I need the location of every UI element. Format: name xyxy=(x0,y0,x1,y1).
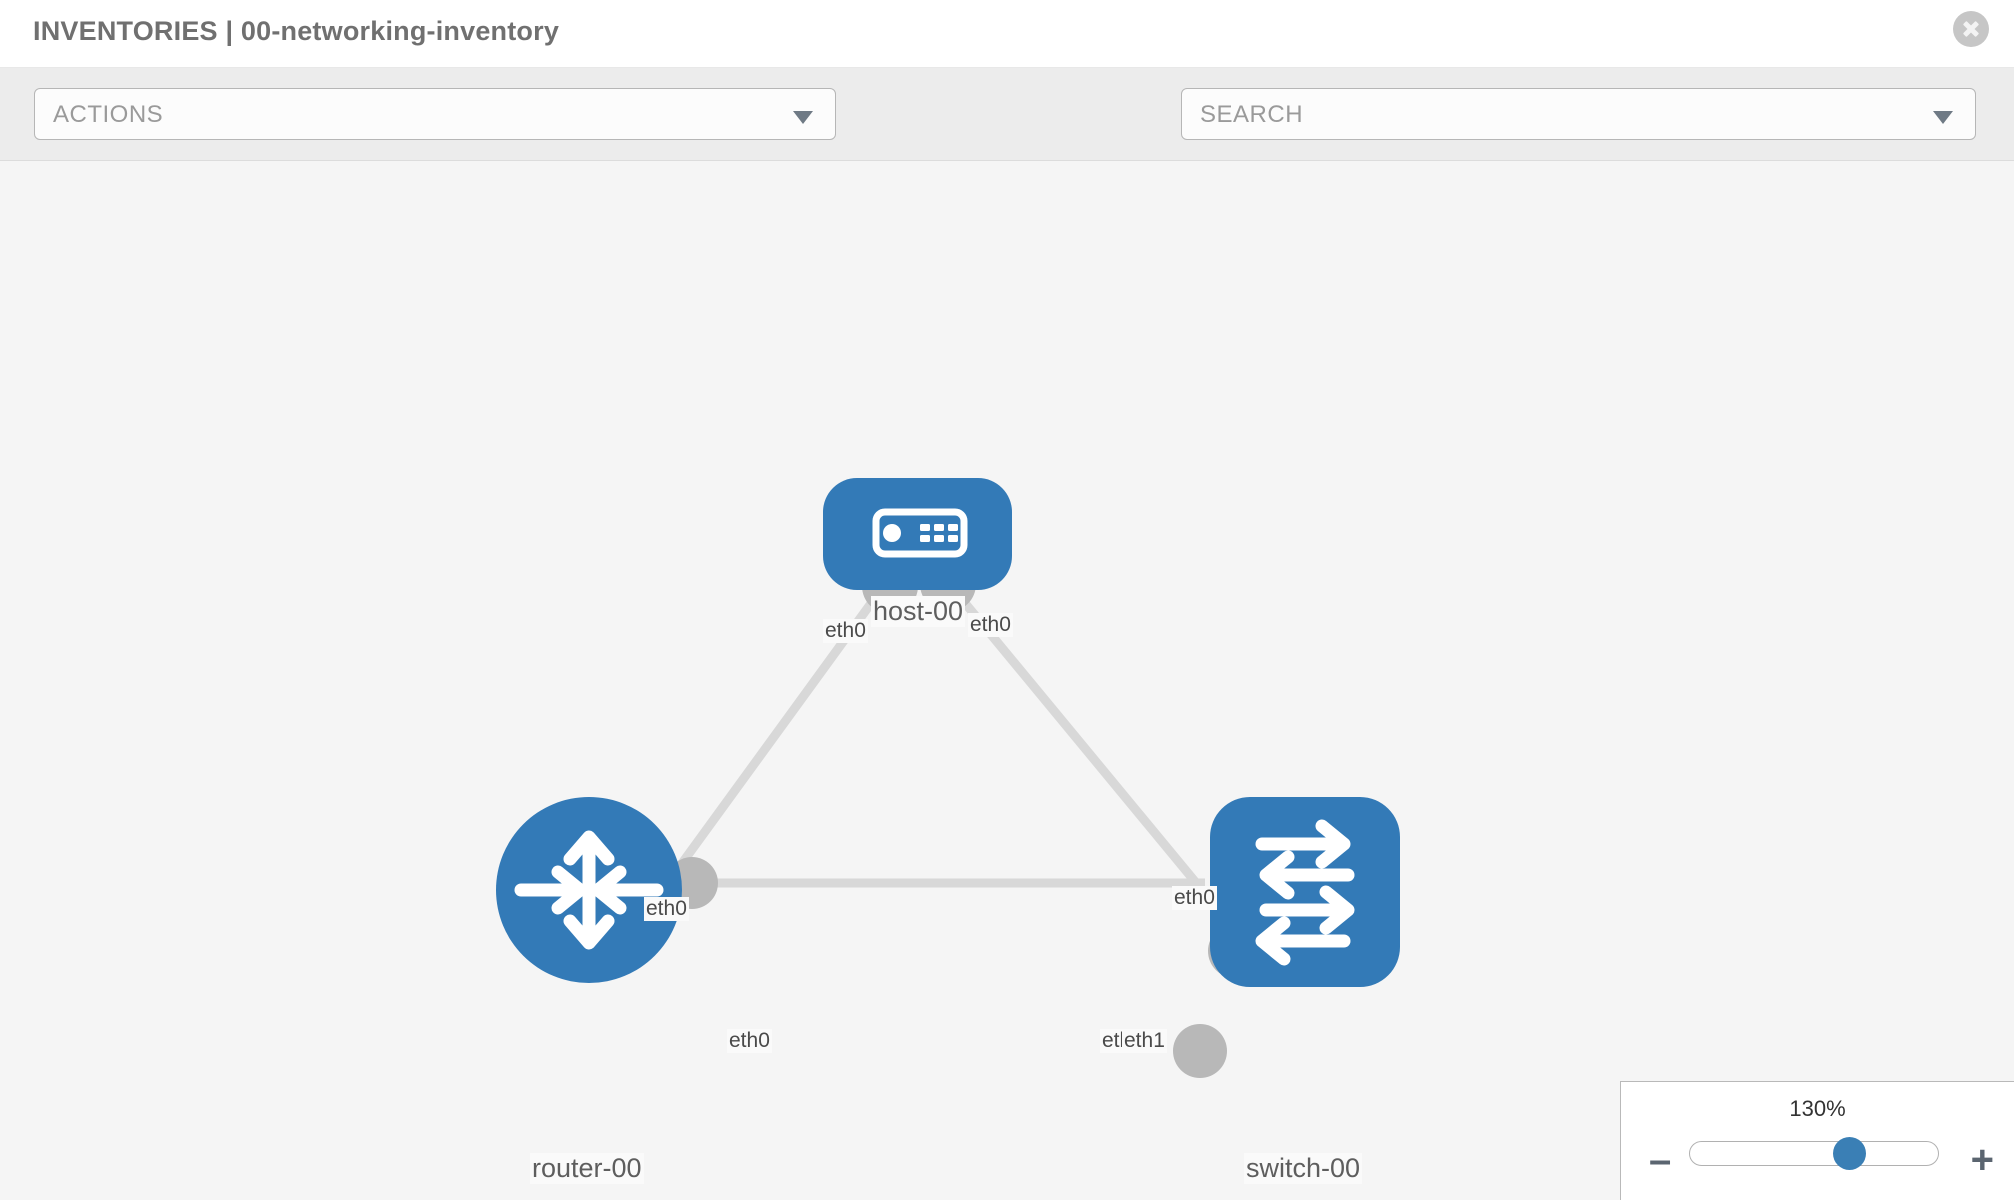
toolbar: ACTIONS SEARCH xyxy=(0,68,2014,199)
iface-label-host00-eth0-right: eth0 xyxy=(968,613,1013,637)
zoom-level-value: 130% xyxy=(1789,1096,1846,1121)
zoom-slider-thumb[interactable] xyxy=(1833,1137,1867,1170)
node-host-00[interactable] xyxy=(823,478,1012,590)
node-label-switch-00: switch-00 xyxy=(1244,1153,1363,1184)
iface-label-router00-uplink-eth0: eth0 xyxy=(644,897,689,921)
actions-dropdown-label: ACTIONS xyxy=(53,101,164,128)
port-switch00-eth1 xyxy=(1173,1024,1227,1078)
node-router-00[interactable] xyxy=(496,797,682,983)
chevron-down-icon xyxy=(793,111,813,124)
iface-label-host00-eth0-left: eth0 xyxy=(823,619,868,643)
zoom-control-panel: 130% – + xyxy=(1620,1081,2014,1200)
switch-icon xyxy=(1255,819,1355,966)
iface-label-router00-eth0: eth0 xyxy=(727,1029,772,1053)
node-label-host-00: host-00 xyxy=(871,596,966,627)
node-switch-00[interactable] xyxy=(1210,797,1400,987)
server-icon xyxy=(872,508,968,558)
zoom-slider[interactable] xyxy=(1689,1137,1939,1170)
topology-canvas[interactable]: eth0 eth0 eth0 eth0 eth0 eth eth1 host-0… xyxy=(0,161,2014,1200)
search-input-placeholder: SEARCH xyxy=(1200,101,1304,128)
search-input[interactable]: SEARCH xyxy=(1181,88,1976,140)
iface-label-switch00-uplink-eth0: eth0 xyxy=(1172,886,1217,910)
page-title: INVENTORIES | 00-networking-inventory xyxy=(33,16,560,46)
topology-graph xyxy=(496,478,1400,1078)
iface-label-switch00-eth1: eth1 xyxy=(1122,1029,1167,1053)
zoom-out-button[interactable]: – xyxy=(1649,1138,1672,1182)
actions-dropdown[interactable]: ACTIONS xyxy=(34,88,836,140)
server-icon-leds xyxy=(920,524,958,542)
router-icon xyxy=(514,830,664,950)
close-icon[interactable] xyxy=(1953,11,1989,47)
zoom-in-button[interactable]: + xyxy=(1970,1138,1994,1182)
node-label-router-00: router-00 xyxy=(530,1153,644,1184)
page-header: INVENTORIES | 00-networking-inventory xyxy=(0,0,2014,68)
chevron-down-icon[interactable] xyxy=(1933,111,1953,124)
